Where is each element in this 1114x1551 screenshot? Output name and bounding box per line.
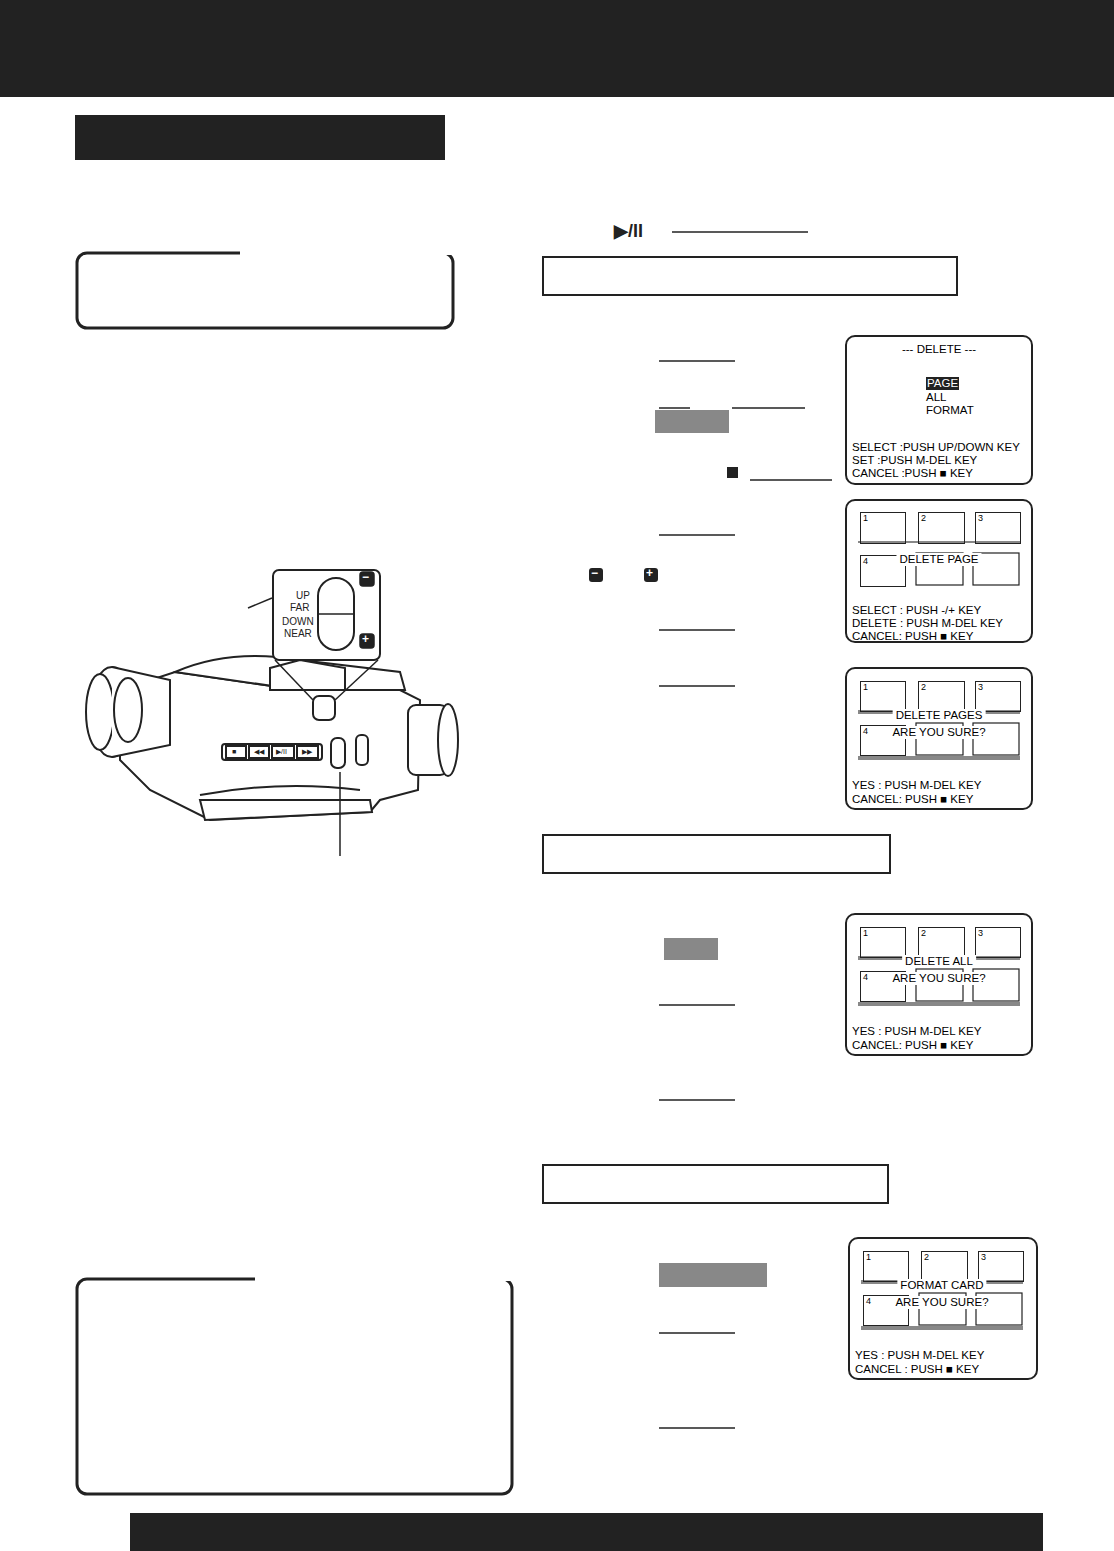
switch-label: FAR xyxy=(290,603,309,613)
button-symbol: ◀◀ xyxy=(254,748,264,755)
thumbnail-number: 2 xyxy=(921,683,926,693)
screen-line: CANCEL: PUSH ■ KEY xyxy=(852,630,973,643)
note-box xyxy=(77,253,453,328)
thumbnail-number: 1 xyxy=(863,683,868,693)
thumbnail-number: 3 xyxy=(978,683,983,693)
switch-symbol: − xyxy=(362,571,369,583)
thumbnail-number: 2 xyxy=(924,1253,929,1263)
header-bar xyxy=(0,0,1114,97)
thumbnail-number: 2 xyxy=(921,514,926,524)
switch-symbol: + xyxy=(362,633,369,645)
thumbnail-box: 2 xyxy=(921,1251,968,1282)
screen-display: --- DELETE --- PAGEALLFORMAT SELECT :PUSH … xyxy=(845,335,1033,485)
title-box xyxy=(75,115,445,160)
button-symbol: ▶▶ xyxy=(302,748,312,755)
thumbnail-box: 3 xyxy=(975,512,1021,544)
screen-display: DELETE PAGES ARE YOU SURE? YES : PUSH M-DE… xyxy=(845,667,1033,810)
screen-line: CANCEL: PUSH ■ KEY xyxy=(852,793,973,806)
screen-heading: ARE YOU SURE? xyxy=(892,1296,991,1309)
thumbnail-box: 1 xyxy=(863,1251,909,1282)
key-symbol: − xyxy=(591,567,598,579)
screen-heading: ARE YOU SURE? xyxy=(889,726,988,739)
button-symbol: ▶/II xyxy=(276,748,287,755)
screen-line: DELETE : PUSH M-DEL KEY xyxy=(852,617,1003,630)
thumbnail-box: 2 xyxy=(918,927,965,958)
switch-label: DOWN xyxy=(282,617,314,627)
thumbnail-box: 1 xyxy=(860,681,906,712)
note-box xyxy=(77,1279,512,1494)
screen-heading: FORMAT CARD xyxy=(897,1279,986,1292)
thumbnail-number: 4 xyxy=(863,973,868,983)
thumbnail-number: 4 xyxy=(863,557,868,567)
screen-heading: DELETE PAGE xyxy=(896,553,981,566)
thumbnail-number: 4 xyxy=(863,727,868,737)
key-symbol: + xyxy=(646,567,653,579)
screen-display: DELETE ALL ARE YOU SURE? YES : PUSH M-DEL … xyxy=(845,913,1033,1056)
thumbnail-number: 2 xyxy=(921,929,926,939)
thumbnail-box: 2 xyxy=(918,681,965,712)
thumbnail-box: 2 xyxy=(918,512,965,544)
section-box xyxy=(543,257,957,295)
screen-line: CANCEL :PUSH ■ KEY xyxy=(852,467,973,480)
screen-heading: DELETE ALL xyxy=(902,955,976,968)
screen-line: SELECT :PUSH UP/DOWN KEY xyxy=(852,441,1020,454)
screen-line: YES : PUSH M-DEL KEY xyxy=(852,1025,981,1038)
screen-display: FORMAT CARD ARE YOU SURE? YES : PUSH M-DEL… xyxy=(848,1237,1038,1380)
zoom-inset xyxy=(248,570,380,856)
camcorder-illustration xyxy=(86,656,458,820)
screen-heading: ARE YOU SURE? xyxy=(889,972,988,985)
screen-heading: --- DELETE --- xyxy=(902,343,976,356)
thumbnail-number: 1 xyxy=(863,929,868,939)
thumbnail-box: 1 xyxy=(860,927,906,958)
screen-line: YES : PUSH M-DEL KEY xyxy=(852,779,981,792)
screen-display: DELETE PAGE SELECT : PUSH -/+ KEYDELETE :… xyxy=(845,499,1033,643)
thumbnail-number: 3 xyxy=(981,1253,986,1263)
switch-label: NEAR xyxy=(284,629,312,639)
thumbnail-box: 3 xyxy=(978,1251,1024,1282)
thumbnail-number: 1 xyxy=(863,514,868,524)
key-symbol: ▶/II xyxy=(614,222,643,240)
thumbnail-box: 3 xyxy=(975,927,1021,958)
screen-line: FORMAT xyxy=(926,404,974,417)
screen-line: SET :PUSH M-DEL KEY xyxy=(852,454,977,467)
screen-line: SELECT : PUSH -/+ KEY xyxy=(852,604,981,617)
screen-line: ALL xyxy=(926,391,946,404)
thumbnail-box: 3 xyxy=(975,681,1021,712)
highlight-blanks xyxy=(655,410,767,1287)
thumbnail-number: 3 xyxy=(978,514,983,524)
screen-heading: DELETE PAGES xyxy=(893,709,986,722)
thumbnail-number: 1 xyxy=(866,1253,871,1263)
screen-line: PAGE xyxy=(926,377,959,390)
screen-line: CANCEL: PUSH ■ KEY xyxy=(852,1039,973,1052)
section-box xyxy=(543,835,890,873)
thumbnail-number: 3 xyxy=(978,929,983,939)
footer-bar xyxy=(130,1513,1043,1551)
button-symbol: ■ xyxy=(232,748,236,755)
thumbnail-box: 1 xyxy=(860,512,906,544)
screen-line: CANCEL : PUSH ■ KEY xyxy=(855,1363,979,1376)
screen-line: YES : PUSH M-DEL KEY xyxy=(855,1349,984,1362)
switch-label: UP xyxy=(296,591,310,601)
thumbnail-number: 4 xyxy=(866,1297,871,1307)
grey-bars xyxy=(858,541,1023,1330)
section-box xyxy=(543,1165,888,1203)
